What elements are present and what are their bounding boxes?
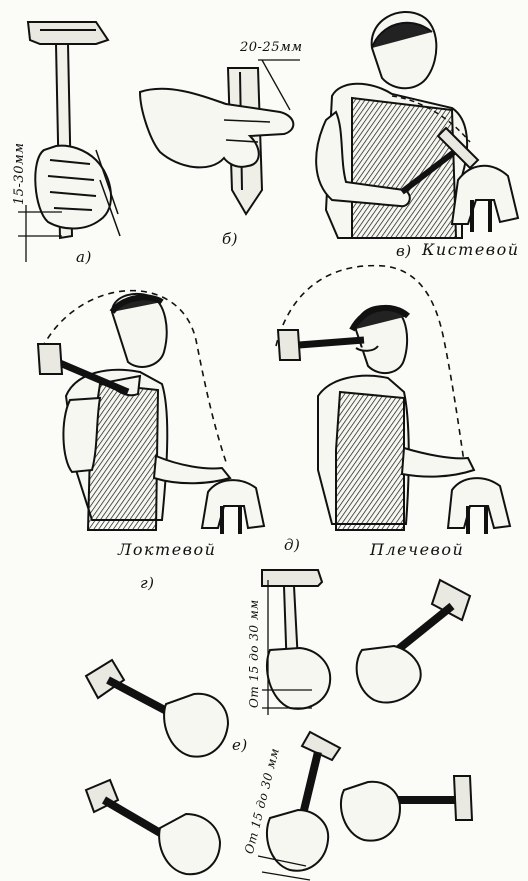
label-g: г) xyxy=(140,574,154,592)
dimension-grip-range-1: От 15 до 30 мм xyxy=(247,599,261,708)
label-plechevoy: Плечевой xyxy=(370,540,464,559)
label-e: е) xyxy=(232,736,248,754)
label-loktevoy: Локтевой xyxy=(118,540,216,559)
figure-g-elbow-swing xyxy=(38,291,264,534)
label-d: д) xyxy=(284,536,300,554)
dimension-grip-length: 15-30мм xyxy=(12,142,27,205)
label-a: а) xyxy=(76,248,92,266)
figure-c-wrist-swing xyxy=(316,12,518,238)
figure-e-grip-positions xyxy=(86,570,472,880)
figure-d-shoulder-swing xyxy=(276,266,510,534)
figure-b-chisel-grip xyxy=(140,60,300,214)
figure-a-hammer-grip xyxy=(18,22,120,262)
label-b: б) xyxy=(222,230,238,248)
dimension-chisel-protrusion: 20-25мм xyxy=(240,40,303,55)
label-v: в) xyxy=(396,242,412,260)
label-kistevoy: Кистевой xyxy=(422,240,520,259)
